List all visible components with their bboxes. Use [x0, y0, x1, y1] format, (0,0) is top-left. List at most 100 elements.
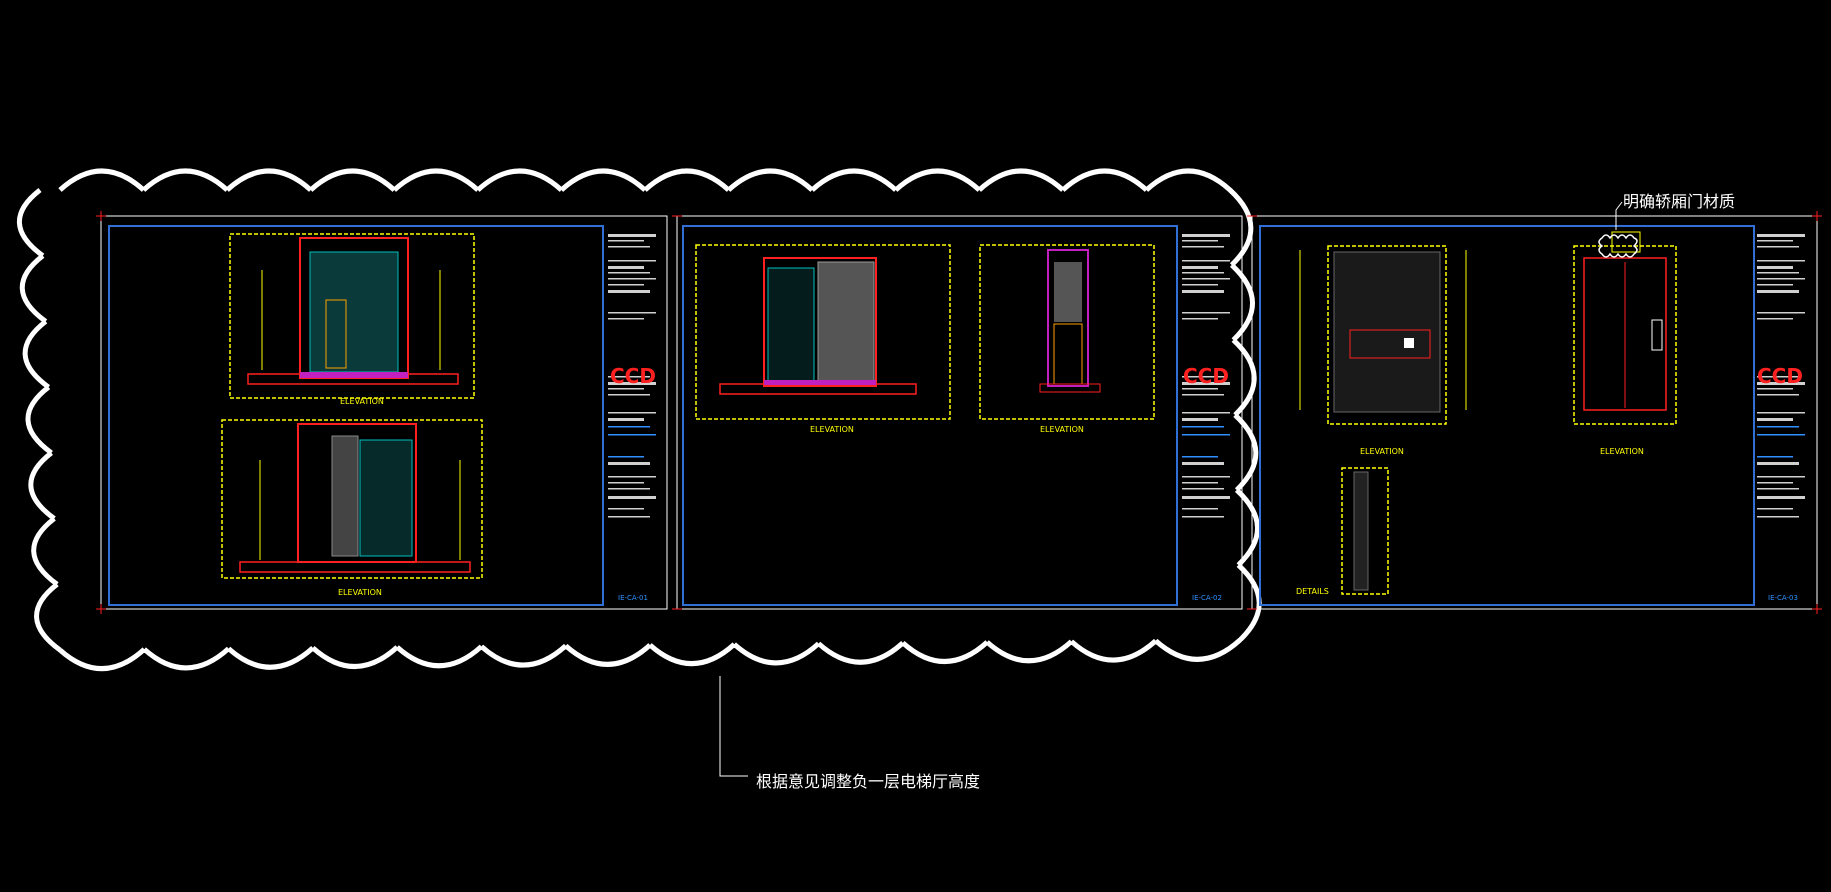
ccd-logo: CCD	[1183, 364, 1229, 388]
view-elevation-2[interactable]: ELEVATION	[221, 419, 483, 597]
sheet-2[interactable]: ELEVATION ELEVATION CCD IE-CA-02	[676, 215, 1243, 610]
view-elevation-5[interactable]: ELEVATION	[1299, 245, 1467, 456]
title-block-line	[1182, 284, 1218, 286]
title-block-line	[608, 376, 650, 378]
title-block-line	[1757, 260, 1805, 262]
title-block-line	[1757, 278, 1805, 280]
title-block-line	[608, 488, 650, 490]
title-block-line	[1757, 412, 1805, 414]
title-block-line	[608, 260, 656, 262]
title-block-line	[608, 508, 644, 510]
title-block-line	[1757, 382, 1805, 385]
title-block	[1757, 234, 1805, 518]
title-block-line	[1757, 246, 1799, 248]
title-block-line	[1182, 456, 1218, 458]
title-block-line	[1182, 426, 1224, 428]
leader-bottom	[719, 676, 748, 777]
title-block-line	[1757, 462, 1799, 465]
view-details[interactable]: DETAILS	[1296, 467, 1389, 596]
title-block-line	[1182, 234, 1230, 237]
title-block-line	[608, 462, 650, 465]
title-block-line	[1182, 240, 1218, 242]
title-block-line	[608, 266, 644, 269]
title-block-line	[1757, 394, 1799, 396]
title-block-line	[608, 456, 644, 458]
view-title: ELEVATION	[340, 397, 384, 406]
title-block-line	[608, 496, 656, 499]
title-block-line	[1757, 290, 1799, 293]
title-block-line	[1757, 418, 1793, 421]
title-block-line	[608, 318, 644, 320]
title-block-line	[1757, 434, 1805, 436]
title-block-line	[1182, 246, 1224, 248]
title-block-line	[1182, 516, 1224, 518]
title-block-line	[1182, 476, 1230, 478]
revision-cloud-small	[1598, 234, 1638, 258]
title-block-line	[1182, 278, 1230, 280]
title-block-line	[608, 246, 650, 248]
sheet-number: IE-CA-03	[1768, 594, 1798, 602]
title-block	[608, 234, 656, 518]
title-block-line	[1182, 260, 1230, 262]
view-title: ELEVATION	[1360, 447, 1404, 456]
view-elevation-6[interactable]: ELEVATION	[1573, 231, 1677, 456]
title-block-line	[1757, 388, 1793, 390]
title-block-line	[608, 234, 656, 237]
view-elevation-4[interactable]: ELEVATION	[979, 244, 1155, 434]
title-block-line	[1757, 234, 1805, 237]
sheet-number: IE-CA-02	[1192, 594, 1222, 602]
title-block-line	[1182, 382, 1230, 385]
view-elevation-1[interactable]: ELEVATION	[229, 233, 475, 406]
title-block-line	[1757, 426, 1799, 428]
title-block-line	[608, 278, 656, 280]
title-block-line	[608, 426, 650, 428]
title-block-line	[1182, 376, 1224, 378]
leader-top-right	[1615, 201, 1623, 230]
title-block-line	[1182, 318, 1218, 320]
title-block-line	[1757, 312, 1805, 314]
crop-marks	[96, 211, 1822, 614]
title-block	[1182, 234, 1230, 518]
title-block-line	[1182, 434, 1230, 436]
title-block-line	[1757, 240, 1793, 242]
title-block-line	[608, 434, 656, 436]
title-block-line	[608, 516, 650, 518]
annotation-top-right: 明确轿厢门材质	[1623, 192, 1736, 211]
title-block-line	[1757, 508, 1793, 510]
title-block-line	[1757, 482, 1793, 484]
title-block-line	[1182, 272, 1224, 274]
view-title: ELEVATION	[810, 425, 854, 434]
title-block-line	[608, 312, 656, 314]
title-block-line	[1757, 284, 1793, 286]
sheet-3[interactable]: ELEVATION ELEVATION DETAILS CCD IE-CA-03	[1251, 215, 1818, 610]
sheet-1[interactable]: ELEVATION ELEVATION CCD IE-CA-01	[100, 215, 668, 610]
title-block-line	[608, 418, 644, 421]
title-block-line	[1182, 496, 1230, 499]
title-block-line	[1757, 476, 1805, 478]
title-block-line	[608, 284, 644, 286]
title-block-line	[608, 412, 656, 414]
sheet-border	[100, 215, 668, 610]
title-block-line	[608, 476, 656, 478]
title-block-line	[608, 382, 656, 385]
title-block-line	[1182, 312, 1230, 314]
ccd-logo: CCD	[610, 364, 656, 388]
view-elevation-3[interactable]: ELEVATION	[695, 244, 951, 434]
title-block-line	[608, 388, 644, 390]
title-block-line	[608, 482, 644, 484]
cloud-scallops	[16, 168, 1262, 672]
title-block-line	[608, 240, 644, 242]
title-block-line	[1757, 456, 1793, 458]
title-block-line	[608, 272, 650, 274]
view-title: ELEVATION	[1040, 425, 1084, 434]
title-block-line	[1182, 482, 1218, 484]
title-block-line	[1757, 496, 1805, 499]
ccd-logo: CCD	[1757, 364, 1803, 388]
title-block-line	[1757, 272, 1799, 274]
sheet-number: IE-CA-01	[618, 594, 648, 602]
title-block-line	[1757, 318, 1793, 320]
view-title: DETAILS	[1296, 587, 1329, 596]
title-block-line	[1182, 412, 1230, 414]
title-block-line	[1182, 462, 1224, 465]
